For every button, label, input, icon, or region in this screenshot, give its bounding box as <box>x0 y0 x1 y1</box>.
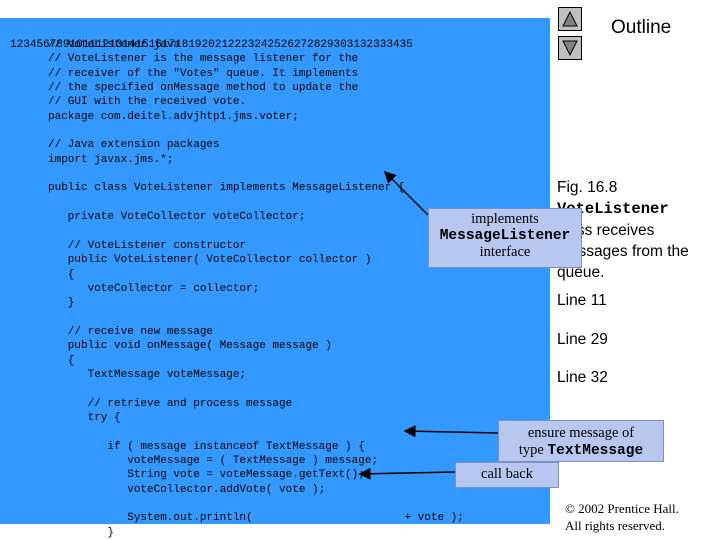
line-number: 13 <box>109 39 123 51</box>
line-number: 5 <box>36 39 44 51</box>
caption-class-name: VoteListener <box>557 200 669 218</box>
callout-implements-line1: implements <box>471 211 539 227</box>
line-number: 32 <box>359 39 374 51</box>
copyright-line1: © 2002 Prentice Hall. <box>565 501 679 516</box>
line-number: 17 <box>161 39 176 51</box>
line-number-gutter: 1234567891011121314151617181920212223242… <box>10 38 413 52</box>
code-line: String vote = voteMessage.getText(); <box>48 469 365 482</box>
code-line: // VoteListener is the message listener … <box>48 53 359 66</box>
line-number: 4 <box>29 39 37 51</box>
callout-ensure-prefix: type <box>518 442 548 458</box>
code-listing: // VoteListener.java // VoteListener is t… <box>48 38 464 540</box>
code-line: // receiver of the "Votes" queue. It imp… <box>48 67 359 80</box>
code-line: import javax.jms.*; <box>48 153 174 166</box>
code-line: } <box>48 297 75 310</box>
line-number: 29 <box>320 39 334 51</box>
code-panel: 1234567891011121314151617181920212223242… <box>0 18 550 539</box>
code-line: public class VoteListener implements Mes… <box>48 182 405 195</box>
code-line: { <box>48 354 75 367</box>
line-number: 14 <box>122 39 136 51</box>
line-number: 10 <box>69 39 83 51</box>
line-number: 20 <box>201 39 215 51</box>
code-line: // the specified onMessage method to upd… <box>48 82 359 95</box>
line-number: 3 <box>23 39 30 51</box>
line-number: 34 <box>386 39 400 51</box>
line-ref-11: Line 11 <box>557 292 607 309</box>
line-number: 33 <box>373 39 387 51</box>
code-line: // GUI with the received vote. <box>48 96 247 109</box>
line-number: 18 <box>175 39 189 51</box>
line-number: 21 <box>214 39 228 51</box>
line-number: 1 <box>10 39 17 51</box>
caption-text-3: queue. <box>557 264 605 281</box>
line-number: 8 <box>56 39 63 51</box>
code-line: // VoteListener constructor <box>48 239 247 252</box>
line-number: 22 <box>227 39 242 51</box>
outline-heading: Outline <box>611 17 672 38</box>
line-number: 28 <box>307 39 321 51</box>
line-number: 27 <box>293 39 308 51</box>
code-line: } <box>48 526 115 539</box>
line-number: 25 <box>267 39 281 51</box>
line-number: 16 <box>148 39 162 51</box>
next-slide-button[interactable] <box>558 36 582 60</box>
line-number: 11 <box>82 39 96 51</box>
line-number: 2 <box>16 39 24 51</box>
code-line: if ( message instanceof TextMessage ) { <box>48 440 365 453</box>
code-line: voteCollector.addVote( vote ); <box>48 483 326 496</box>
code-line: // retrieve and process message <box>48 397 293 410</box>
caption-text-2: messages from the <box>557 243 689 260</box>
line-number: 31 <box>346 39 360 51</box>
code-line: // VoteListener.java <box>48 39 181 51</box>
code-line: { <box>48 268 75 281</box>
line-number: 30 <box>333 39 347 51</box>
line-number: 19 <box>188 39 202 51</box>
code-line: voteMessage = ( TextMessage ) message; <box>48 454 379 467</box>
line-number: 26 <box>280 39 294 51</box>
callout-implements-line2: MessageListener <box>439 228 571 244</box>
callout-implements-line3: interface <box>479 244 531 260</box>
callout-ensure-line1: ensure message of <box>527 425 635 441</box>
line-ref-32: Line 32 <box>557 369 608 386</box>
copyright-line2: All rights reserved. <box>565 518 666 533</box>
triangle-down-icon <box>562 40 578 57</box>
code-line: voteCollector = collector; <box>48 282 260 295</box>
triangle-up-icon <box>562 10 578 27</box>
code-line: public void onMessage( Message message ) <box>48 340 332 353</box>
code-line: try { <box>48 411 121 424</box>
arrow-callback <box>358 467 456 480</box>
line-number: 35 <box>399 39 413 51</box>
line-number: 23 <box>241 39 255 51</box>
line-number: 7 <box>49 39 57 51</box>
callout-implements: implements MessageListener interface <box>428 208 582 268</box>
line-number: 9 <box>62 39 70 51</box>
arrow-implements <box>383 170 429 216</box>
line-ref-29: Line 29 <box>557 331 608 348</box>
line-number: 12 <box>95 39 110 51</box>
copyright-notice: © 2002 Prentice Hall. All rights reserve… <box>565 500 679 534</box>
code-line: // Java extension packages <box>48 139 220 152</box>
code-line: System.out.println( + vote ); <box>48 512 464 525</box>
callout-ensure-textmessage: ensure message of type TextMessage <box>498 420 664 462</box>
code-line: private VoteCollector voteCollector; <box>48 211 306 224</box>
figure-number: Fig. 16.8 <box>557 179 618 196</box>
previous-slide-button[interactable] <box>558 7 582 31</box>
code-line: TextMessage voteMessage; <box>48 368 247 381</box>
code-line: public VoteListener( VoteCollector colle… <box>48 254 372 267</box>
arrow-ensure <box>403 425 499 438</box>
code-line: package com.deitel.advjhtp1.jms.voter; <box>48 110 299 123</box>
callout-call-back: call back <box>455 462 559 488</box>
line-number: 6 <box>43 39 50 51</box>
line-number: 15 <box>135 39 149 51</box>
line-number: 24 <box>254 39 268 51</box>
code-line: // receive new message <box>48 325 214 338</box>
callout-ensure-type: TextMessage <box>547 443 644 459</box>
